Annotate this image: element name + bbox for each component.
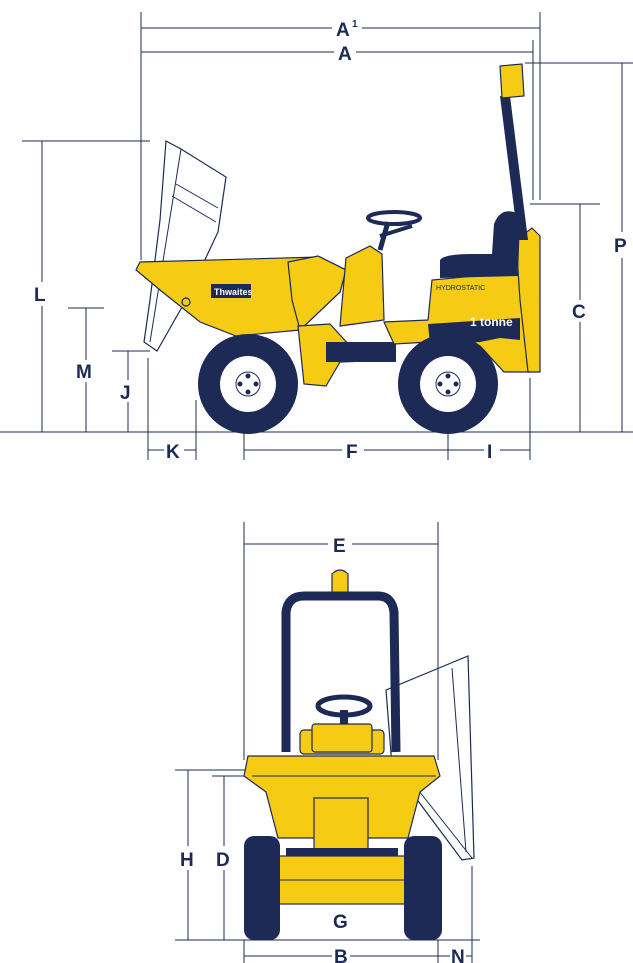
dim-A1: A 1 — [140, 12, 541, 260]
label-B: B — [334, 947, 348, 963]
dim-F: F — [243, 432, 449, 463]
front-skip-body — [243, 755, 441, 859]
label-I: I — [487, 442, 492, 463]
chassis: 1 tonne HYDROSTATIC — [297, 227, 541, 387]
dim-B: B — [243, 940, 439, 963]
label-C: C — [572, 302, 586, 323]
label-M: M — [76, 362, 92, 383]
label-F: F — [346, 442, 358, 463]
label-E: E — [333, 536, 346, 557]
label-K: K — [166, 442, 180, 463]
dim-P: P — [525, 62, 633, 432]
front-rops — [281, 569, 401, 753]
label-P: P — [614, 236, 627, 257]
label-H: H — [180, 850, 194, 871]
dim-E: E — [243, 522, 439, 760]
brand-text: Thwaites — [214, 287, 253, 297]
rear-wheel — [398, 334, 498, 434]
raised-skip-outline — [143, 140, 227, 352]
label-A: A — [338, 44, 352, 65]
model-badge: 1 tonne — [470, 315, 513, 329]
dim-K: K — [147, 358, 197, 463]
label-D: D — [216, 850, 230, 871]
dim-L: L — [22, 140, 150, 432]
dim-A: A — [141, 40, 534, 200]
dim-M: M — [68, 307, 104, 432]
dim-N: N — [438, 866, 473, 963]
dim-G: G — [333, 912, 348, 933]
rops-frame — [499, 63, 528, 240]
hydrostatic-decal: HYDROSTATIC — [436, 285, 485, 292]
label-A1-sup: 1 — [352, 19, 358, 30]
front-skip: Thwaites — [135, 255, 347, 337]
front-wheel — [198, 334, 298, 434]
label-L: L — [34, 285, 46, 306]
dim-H: H — [175, 769, 246, 940]
label-A1: A — [336, 20, 350, 41]
dim-D: D — [212, 775, 246, 940]
thwaites-logo — [211, 284, 251, 298]
label-G: G — [333, 912, 348, 933]
dim-J: J — [112, 350, 150, 432]
label-J: J — [120, 383, 131, 404]
front-chassis — [277, 848, 407, 905]
dim-I: I — [448, 378, 531, 463]
front-right-tyre — [404, 836, 442, 940]
side-view: A 1 A P C L — [0, 12, 633, 463]
front-steering — [315, 694, 373, 732]
front-left-tyre — [244, 836, 280, 940]
label-N: N — [451, 947, 465, 963]
front-engine-cover — [299, 723, 385, 755]
front-view: E H D B N — [175, 522, 480, 963]
steering — [366, 210, 422, 251]
dim-C: C — [530, 203, 600, 432]
seat — [440, 211, 520, 278]
